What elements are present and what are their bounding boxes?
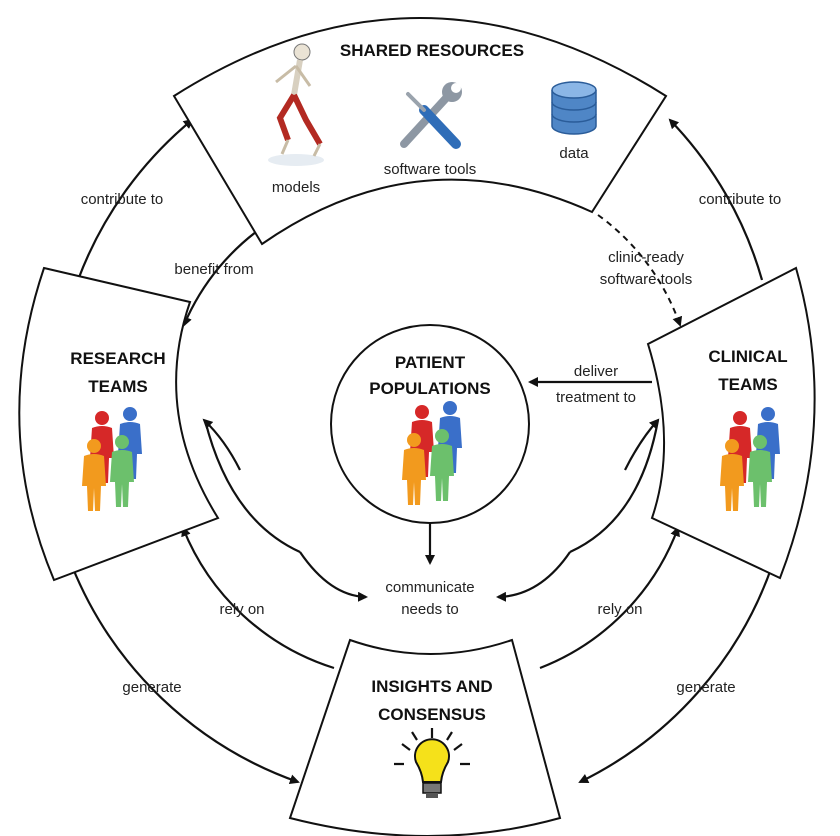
arrow-communicate-from-research [203,419,366,597]
benefit-from-label: benefit from [174,261,253,278]
insights-consensus-node [288,638,562,836]
clinic-ready-label-2: software tools [600,271,693,288]
communicate-label-2: needs to [401,601,459,618]
models-label: models [272,179,320,196]
clinic-ready-label-1: clinic-ready [608,249,684,266]
database-icon [551,81,597,135]
clinical-rely-label: rely on [597,601,642,618]
research-contribute-label: contribute to [81,191,164,208]
research-teams-title-2: TEAMS [88,377,148,396]
arrow-clinic-ready-tools [597,214,683,327]
arrow-communicate-clinical-head [624,418,660,471]
deliver-label-2: treatment to [556,389,636,406]
clinical-generate-label: generate [676,679,735,696]
patient-populations-title-2: POPULATIONS [369,379,491,398]
research-teams-title-1: RESEARCH [70,349,165,368]
patient-populations-title-1: PATIENT [395,353,466,372]
clinical-teams-title-2: TEAMS [718,375,778,394]
data-label: data [559,145,589,162]
arrow-clinical-contribute [668,118,764,281]
arrow-communicate-from-clinical [498,419,660,597]
shared-resources-title: SHARED RESOURCES [340,41,524,60]
research-rely-label: rely on [219,601,264,618]
arrow-communicate-research-head [202,418,241,471]
arrow-research-rely [181,526,335,670]
arrow-clinical-generate [578,565,774,783]
clinical-contribute-label: contribute to [699,191,782,208]
insights-title-1: INSIGHTS AND [371,677,492,696]
research-generate-label: generate [122,679,181,696]
communicate-label-1: communicate [385,579,474,596]
wrench-screwdriver-icon [400,82,462,149]
research-teams-node [18,266,220,582]
arrow-clinical-rely [539,526,680,670]
clinical-teams-title-1: CLINICAL [708,347,787,366]
software-tools-label: software tools [384,161,477,178]
arrow-research-generate [70,565,300,785]
arrow-research-contribute [76,118,194,281]
deliver-label-1: deliver [574,363,618,380]
insights-title-2: CONSENSUS [378,705,486,724]
skeleton-model-icon [268,43,324,166]
clinical-teams-node [646,266,816,580]
lightbulb-icon [394,728,470,798]
